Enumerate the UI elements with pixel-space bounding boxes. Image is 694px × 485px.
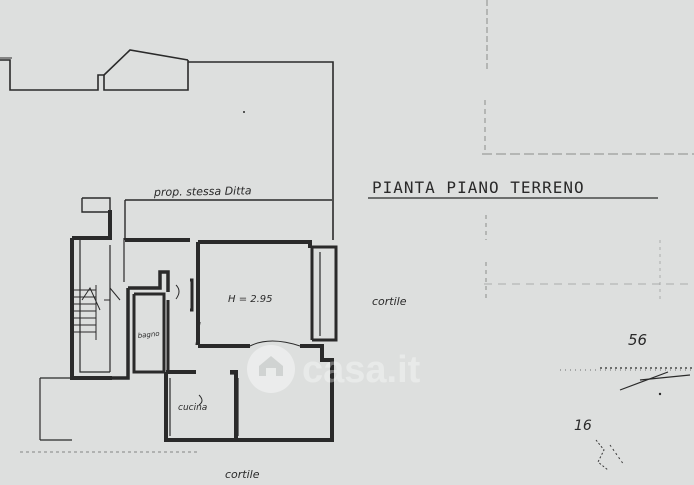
marginalia: 56 16 (243, 111, 662, 471)
room-labels: prop. stessa Ditta cortile cortile H = 2… (137, 184, 406, 481)
staircase (74, 285, 121, 340)
courtyard-bottom-label: cortile (225, 468, 260, 481)
house-icon (259, 356, 283, 376)
neighbor-property-label: prop. stessa Ditta (153, 184, 252, 199)
walls (70, 210, 338, 442)
margin-mark-bottom: 16 (574, 418, 592, 434)
watermark-text: casa.it (302, 349, 421, 391)
inner-lines (39, 238, 321, 441)
kitchen-label: cucina (178, 403, 207, 413)
sheet-margin-lines (482, 0, 694, 300)
courtyard-right-label: cortile (372, 295, 407, 308)
door-swings (175, 284, 301, 406)
bathroom-label: bagno (137, 330, 160, 340)
watermark: casa.it (247, 345, 421, 393)
courtyard-lines (20, 367, 694, 453)
margin-mark-top: 56 (628, 331, 647, 349)
ceiling-height-label: H = 2.95 (228, 294, 273, 305)
building-outline (0, 49, 334, 240)
drawing-title-group: PIANTA PIANO TERRENO (368, 178, 658, 199)
drawing-title: PIANTA PIANO TERRENO (372, 178, 585, 197)
